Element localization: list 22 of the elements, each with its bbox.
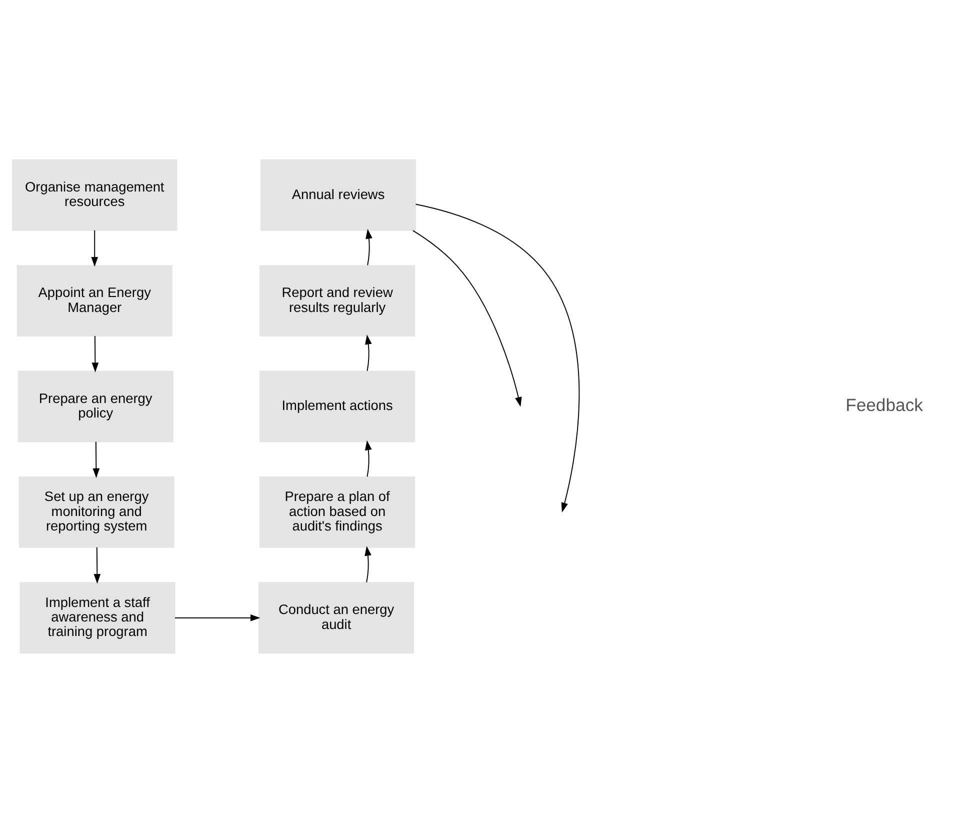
arrow [92, 336, 99, 372]
arrow [364, 546, 372, 583]
arrow [365, 440, 372, 478]
arrow [92, 441, 100, 478]
node-box: Prepare a plan of action based on audit's findings [260, 476, 416, 548]
label: Feedback [846, 394, 923, 415]
arrow [366, 228, 372, 266]
arrow [365, 334, 372, 372]
arrow [174, 614, 260, 622]
node-box: Organise management resources [12, 159, 178, 231]
node-box: Report and review results regularly [260, 265, 416, 337]
arrow [415, 204, 580, 513]
node-box: Implement actions [260, 370, 416, 442]
node-box: Set up an energy monitoring and reporting system [18, 476, 174, 548]
node-box: Prepare an energy policy [18, 370, 174, 442]
arrow [412, 230, 522, 407]
node-box: Conduct an energy audit [258, 582, 414, 654]
arrow [94, 546, 101, 584]
node-box: Annual reviews [260, 159, 416, 231]
node-box: Implement a staff awareness and training program [20, 582, 176, 654]
arrow [91, 230, 98, 267]
node-box: Appoint an Energy Manager [16, 265, 172, 337]
